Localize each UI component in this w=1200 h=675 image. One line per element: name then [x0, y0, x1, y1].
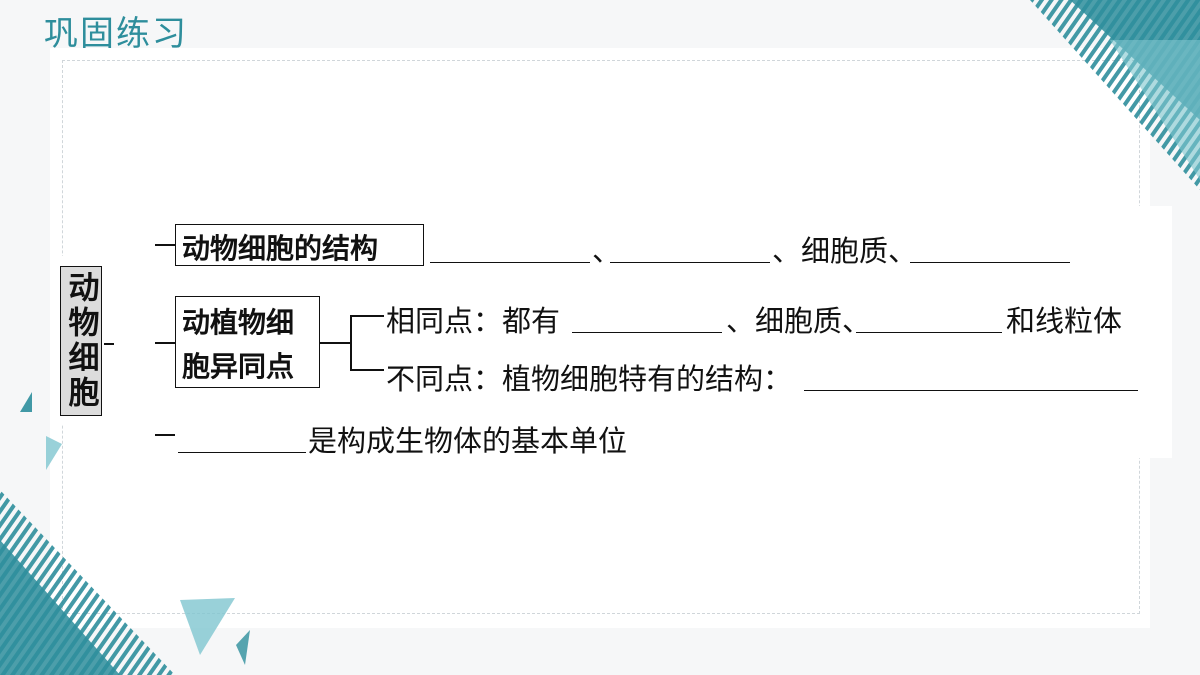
- left-triangle-decoration: [20, 392, 62, 470]
- compare-bracket: [350, 315, 352, 370]
- compare-connector: [320, 342, 350, 344]
- root-node: 动物细胞: [60, 266, 102, 416]
- bottom-left-decoration: [0, 490, 250, 675]
- blank-structure-2[interactable]: [610, 236, 770, 263]
- diff-prefix: 不同点：植物细胞特有的结构：: [386, 362, 793, 396]
- same-suffix: 和线粒体: [1006, 304, 1123, 338]
- compare-box-line1: 动植物细: [182, 306, 295, 339]
- structure-box: 动物细胞的结构: [175, 224, 424, 266]
- slide-title: 巩固练习: [44, 14, 188, 54]
- blank-same-1[interactable]: [572, 306, 722, 333]
- branch-line-unit: [155, 434, 175, 436]
- blank-structure-1[interactable]: [430, 236, 590, 263]
- branch-line-compare: [155, 342, 175, 344]
- root-connector: [104, 343, 114, 345]
- same-middle: 、细胞质、: [726, 304, 872, 338]
- structure-box-label: 动物细胞的结构: [182, 232, 379, 265]
- diff-connector: [350, 369, 384, 371]
- blank-unit[interactable]: [178, 426, 306, 453]
- same-connector: [350, 315, 384, 317]
- blank-same-2[interactable]: [856, 306, 1002, 333]
- branch-line-structure: [155, 244, 175, 246]
- unit-suffix: 是构成生物体的基本单位: [308, 424, 628, 458]
- compare-box-line2: 胞异同点: [182, 350, 295, 383]
- blank-diff[interactable]: [804, 364, 1138, 391]
- compare-box: 动植物细 胞异同点: [175, 296, 320, 388]
- structure-item2: 、细胞质、: [772, 234, 918, 268]
- top-right-decoration: [1030, 0, 1200, 190]
- blank-structure-3[interactable]: [910, 236, 1070, 263]
- same-prefix: 相同点：都有: [386, 304, 561, 338]
